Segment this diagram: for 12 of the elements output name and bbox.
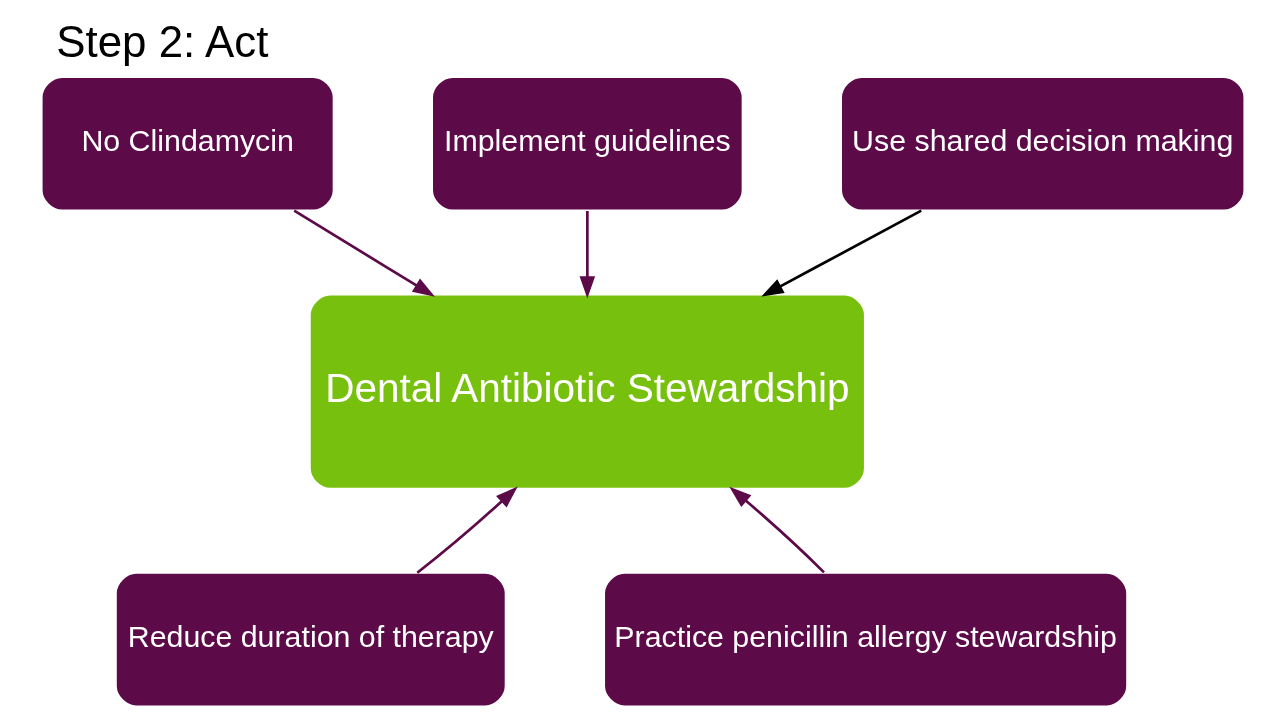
node-box: Reduce duration of therapy	[114, 572, 506, 708]
diagram-title: Step 2: Act	[55, 16, 268, 66]
arrow	[760, 209, 922, 297]
node-box: Practice penicillin allergy stewardship	[602, 572, 1128, 708]
arrow	[415, 486, 518, 574]
arrow	[728, 486, 825, 574]
node-box: Use shared decision making	[839, 76, 1245, 212]
node-box: Implement guidelines	[430, 76, 743, 212]
node-box: Dental Antibiotic Stewardship	[308, 293, 866, 490]
node-box: No Clindamycin	[40, 76, 334, 212]
arrow	[579, 211, 595, 299]
arrow	[293, 209, 435, 297]
